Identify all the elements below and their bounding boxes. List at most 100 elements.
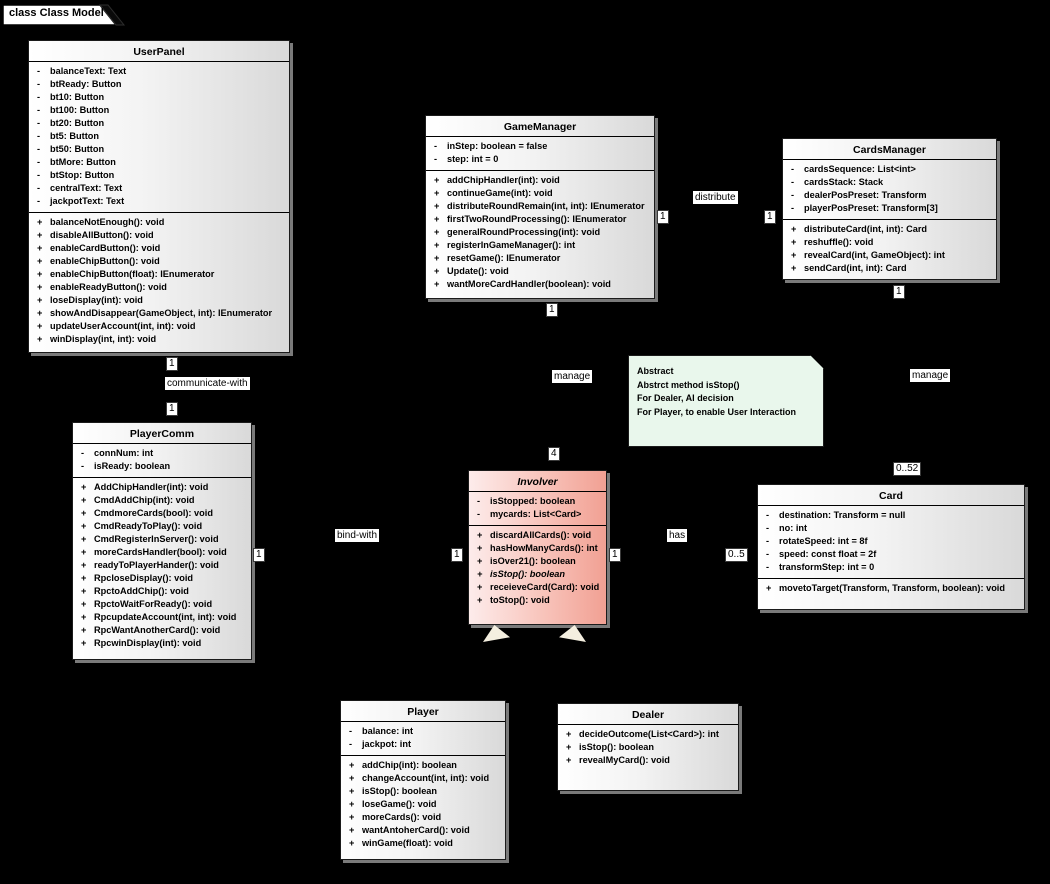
visibility-symbol: + (477, 595, 483, 605)
attribute-row: -btStop: Button (29, 169, 289, 182)
attribute-row: -btReady: Button (29, 78, 289, 91)
method-text: changeAccount(int, int): void (362, 773, 490, 783)
methods-compartment: +addChip(int): boolean+changeAccount(int… (341, 755, 505, 859)
visibility-symbol: + (566, 742, 572, 752)
multiplicity-involver-top[interactable]: 4 (548, 447, 560, 461)
visibility-symbol: + (434, 266, 440, 276)
class-userpanel[interactable]: UserPanel -balanceText: Text-btReady: Bu… (28, 40, 290, 353)
class-cardsmanager[interactable]: CardsManager -cardsSequence: List<int>-c… (782, 138, 997, 280)
class-card[interactable]: Card -destination: Transform = null-no: … (757, 484, 1025, 610)
visibility-symbol: + (566, 729, 572, 739)
multiplicity-card-top[interactable]: 0..52 (893, 462, 922, 476)
method-row: +revealMyCard(): void (558, 754, 738, 767)
method-text: moreCards(): void (362, 812, 442, 822)
visibility-symbol: + (349, 786, 355, 796)
attributes-compartment: -destination: Transform = null-no: int-r… (758, 505, 1024, 578)
method-row: +updateUserAccount(int, int): void (29, 320, 289, 333)
method-text: isStop(): boolean (579, 742, 655, 752)
connector-label-distribute[interactable]: distribute (693, 191, 738, 204)
generalization-arrowhead-player (483, 625, 510, 642)
note-line: For Dealer, AI decision (637, 392, 819, 406)
class-title: PlayerComm (129, 428, 195, 440)
class-gamemanager[interactable]: GameManager -inStep: boolean = false-ste… (425, 115, 655, 299)
multiplicity-cardsmanager-bottom[interactable]: 1 (893, 285, 905, 299)
method-text: receieveCard(Card): void (490, 582, 600, 592)
visibility-symbol: + (434, 188, 440, 198)
visibility-symbol: + (81, 612, 87, 622)
method-text: isOver21(): boolean (490, 556, 576, 566)
attribute-text: bt100: Button (50, 105, 110, 115)
visibility-symbol: + (791, 263, 797, 273)
attribute-row: -jackpot: int (341, 738, 505, 751)
method-text: resetGame(): IEnumerator (447, 253, 561, 263)
attribute-text: btReady: Button (50, 79, 122, 89)
visibility-symbol: + (349, 799, 355, 809)
connector-label-manage-involver[interactable]: manage (552, 370, 593, 383)
method-row: +enableChipButton(): void (29, 255, 289, 268)
method-row: +moreCardsHandler(bool): void (73, 546, 251, 559)
visibility-symbol: + (349, 838, 355, 848)
class-involver[interactable]: Involver -isStopped: boolean-mycards: Li… (468, 470, 607, 625)
visibility-symbol: + (37, 256, 43, 266)
multiplicity-playercomm-right[interactable]: 1 (253, 548, 265, 562)
visibility-symbol: + (81, 573, 87, 583)
visibility-symbol: + (81, 547, 87, 557)
method-row: +loseDisplay(int): void (29, 294, 289, 307)
connector-label-communicate-with[interactable]: communicate-with (165, 377, 250, 390)
attributes-compartment: -balance: int-jackpot: int (341, 721, 505, 755)
visibility-symbol: - (37, 144, 41, 154)
method-row: +isStop(): boolean (341, 785, 505, 798)
visibility-symbol: - (37, 79, 41, 89)
method-text: isStop(): boolean (490, 569, 566, 579)
method-row: +distributeRoundRemain(int, int): IEnume… (426, 200, 654, 213)
multiplicity-involver-right[interactable]: 1 (609, 548, 621, 562)
note-line: Abstract (637, 365, 819, 379)
visibility-symbol: + (37, 217, 43, 227)
multiplicity-card-left[interactable]: 0..5 (725, 548, 748, 562)
attribute-text: bt10: Button (50, 92, 105, 102)
method-row: +RpctoWaitForReady(): void (73, 598, 251, 611)
method-row: +continueGame(int): void (426, 187, 654, 200)
connector-label-manage-card[interactable]: manage (910, 369, 951, 382)
method-text: distributeCard(int, int): Card (804, 224, 928, 234)
connector-label-has[interactable]: has (667, 529, 688, 542)
attributes-compartment: -cardsSequence: List<int>-cardsStack: St… (783, 159, 996, 219)
class-player[interactable]: Player -balance: int-jackpot: int +addCh… (340, 700, 506, 860)
visibility-symbol: - (349, 739, 353, 749)
multiplicity-gamemanager-bottom[interactable]: 1 (546, 303, 558, 317)
method-text: firstTwoRoundProcessing(): IEnumerator (447, 214, 627, 224)
visibility-symbol: + (81, 599, 87, 609)
attribute-row: -destination: Transform = null (758, 509, 1024, 522)
generalization-arrowhead-dealer (559, 625, 586, 642)
method-row: +decideOutcome(List<Card>): int (558, 728, 738, 741)
method-text: movetoTarget(Transform, Transform, boole… (779, 583, 1005, 593)
visibility-symbol: + (477, 543, 483, 553)
methods-compartment: +addChipHandler(int): void+continueGame(… (426, 170, 654, 298)
attribute-text: step: int = 0 (447, 154, 499, 164)
attribute-row: -step: int = 0 (426, 153, 654, 166)
multiplicity-involver-left[interactable]: 1 (451, 548, 463, 562)
connector-label-bind-with[interactable]: bind-with (335, 529, 380, 542)
method-text: updateUserAccount(int, int): void (50, 321, 196, 331)
multiplicity-cardsmanager-end[interactable]: 1 (764, 210, 776, 224)
visibility-symbol: - (349, 726, 353, 736)
visibility-symbol: - (37, 131, 41, 141)
multiplicity-gamemanager-end[interactable]: 1 (657, 210, 669, 224)
class-playercomm[interactable]: PlayerComm -connNum: int-isReady: boolea… (72, 422, 252, 660)
visibility-symbol: + (434, 214, 440, 224)
method-row: +toStop(): void (469, 594, 606, 607)
visibility-symbol: + (434, 253, 440, 263)
method-row: +wantMoreCardHandler(boolean): void (426, 278, 654, 291)
class-dealer[interactable]: Dealer +decideOutcome(List<Card>): int+i… (557, 703, 739, 791)
method-text: readyToPlayerHander(): void (94, 560, 219, 570)
attribute-text: playerPosPreset: Transform[3] (804, 203, 938, 213)
attribute-text: balanceText: Text (50, 66, 127, 76)
method-text: hasHowManyCards(): int (490, 543, 598, 553)
multiplicity-playercomm-end[interactable]: 1 (166, 402, 178, 416)
visibility-symbol: + (81, 586, 87, 596)
multiplicity-userpanel-end[interactable]: 1 (166, 357, 178, 371)
attribute-text: connNum: int (94, 448, 154, 458)
visibility-symbol: + (81, 638, 87, 648)
